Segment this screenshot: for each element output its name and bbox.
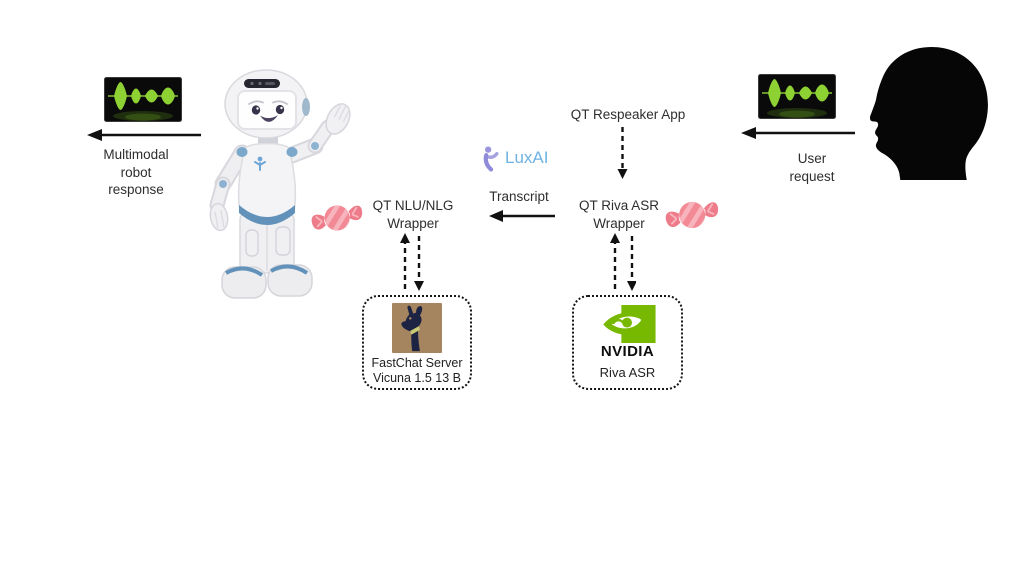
- multimodal-line2: robot: [120, 164, 152, 180]
- user-request-waveform-icon: [758, 74, 836, 119]
- luxai-figure-icon: [483, 146, 499, 172]
- candy-icon: [665, 200, 719, 230]
- multimodal-line3: response: [108, 182, 164, 197]
- riva-asr-caption: Riva ASR: [599, 365, 656, 380]
- respeaker-label: QT Respeaker App: [570, 107, 686, 122]
- riva-nvidia-arrows: [610, 233, 636, 291]
- request-arrow: [741, 127, 855, 139]
- qt-robot-illustration: [209, 69, 351, 299]
- luxai-brand-text: LuxAI: [505, 148, 549, 167]
- candy-icon: [311, 203, 363, 233]
- fastchat-box: FastChat Server Vicuna 1.5 13 B: [362, 295, 472, 390]
- fastchat-caption: FastChat Server Vicuna 1.5 13 B: [371, 356, 463, 385]
- multimodal-response-label: Multimodal robot response: [84, 146, 188, 199]
- human-head-silhouette: [870, 47, 988, 180]
- robot-response-waveform-icon: [104, 77, 182, 122]
- nvidia-box: NVIDIA Riva ASR: [572, 295, 683, 390]
- nvidia-wordmark: NVIDIA: [600, 343, 655, 360]
- user-request-label: User request: [789, 151, 835, 184]
- transcript-label: Transcript: [489, 189, 549, 204]
- nvidia-eye-icon: [602, 305, 656, 343]
- transcript-arrow: [489, 210, 555, 222]
- vicuna-logo-icon: [392, 303, 442, 353]
- riva-wrapper-label: QT Riva ASR Wrapper: [578, 198, 660, 231]
- respeaker-to-riva-arrow: [617, 127, 628, 179]
- multimodal-line1: Multimodal: [103, 147, 169, 162]
- nlu-wrapper-label: QT NLU/NLG Wrapper: [372, 198, 454, 231]
- response-arrow: [87, 129, 201, 141]
- nlu-fastchat-arrows: [400, 233, 424, 291]
- luxai-logo: LuxAI: [481, 145, 548, 172]
